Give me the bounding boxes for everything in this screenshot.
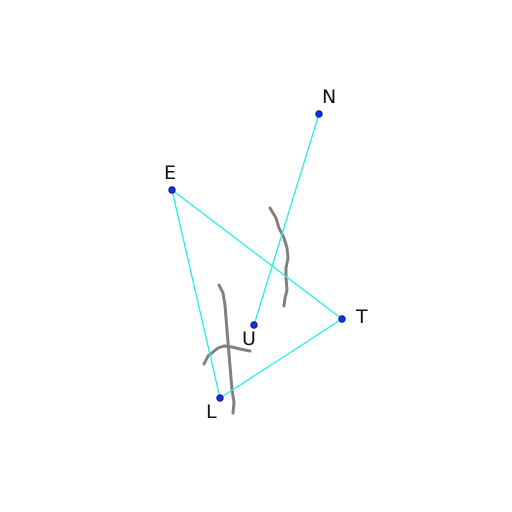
scribble-stroke — [202, 344, 252, 366]
point-l — [216, 394, 224, 402]
segment-l-e — [171, 189, 221, 399]
point-e — [168, 186, 176, 194]
label-n: N — [322, 86, 336, 108]
scribble-group — [202, 206, 290, 415]
point-n — [315, 110, 323, 118]
point-group — [168, 110, 346, 402]
segment-e-t — [171, 189, 343, 320]
point-t — [338, 315, 346, 323]
segment-t-l — [219, 318, 343, 399]
scribble-stroke — [268, 206, 290, 308]
point-u — [250, 321, 258, 329]
label-group: N E U T L — [164, 86, 368, 423]
label-l: L — [206, 401, 217, 423]
label-u: U — [242, 328, 256, 350]
segment-u-n — [253, 113, 320, 326]
segment-group — [171, 113, 343, 399]
label-e: E — [164, 162, 176, 184]
label-t: T — [355, 306, 368, 328]
